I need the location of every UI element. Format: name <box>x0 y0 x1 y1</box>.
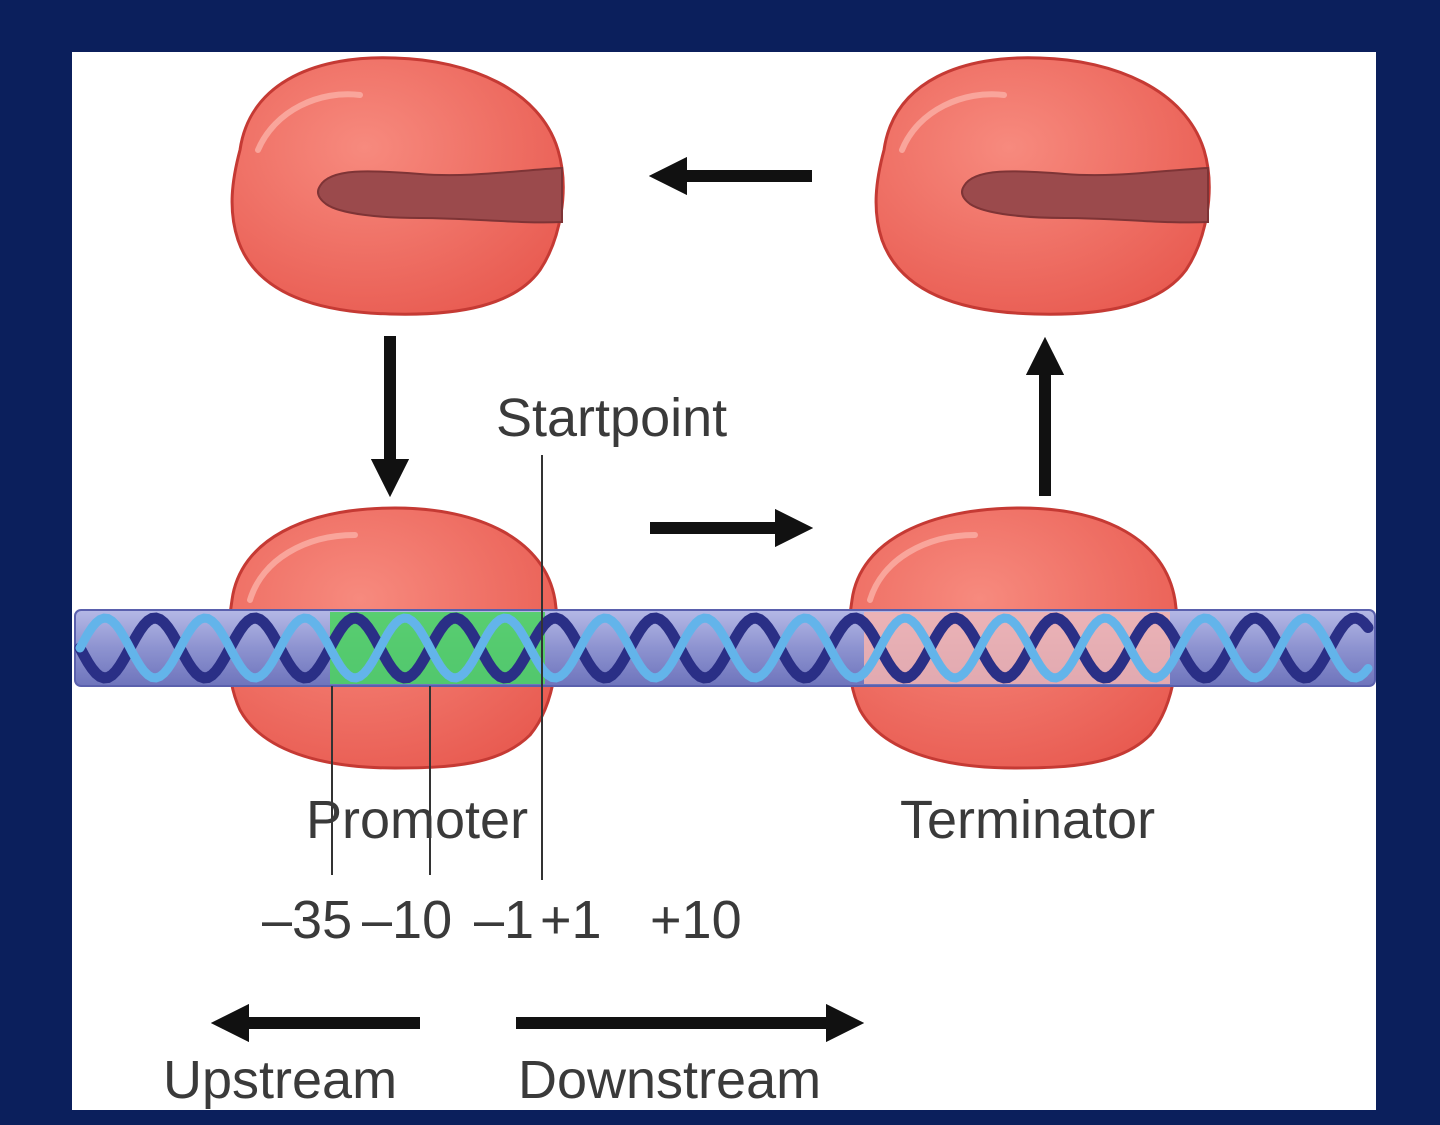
position-label-minus10: –10 <box>362 890 452 950</box>
terminator-label: Terminator <box>900 790 1155 850</box>
startpoint-label: Startpoint <box>496 388 727 448</box>
position-label-minus1: –1 <box>474 890 534 950</box>
rna-polymerase-free-top-left <box>230 56 565 316</box>
cycle-arrows <box>210 156 1065 1043</box>
position-label-plus1: +1 <box>540 890 602 950</box>
dna-strand <box>74 612 1374 684</box>
rna-polymerase-free-top-right <box>874 56 1211 316</box>
position-label-plus10: +10 <box>650 890 742 950</box>
downstream-label: Downstream <box>518 1050 821 1110</box>
position-marker-lines <box>331 455 543 880</box>
promoter-label: Promoter <box>306 790 528 850</box>
dna-strand <box>75 613 1373 683</box>
position-label-minus35: –35 <box>262 890 352 950</box>
helix-strands <box>74 612 1374 684</box>
upstream-label: Upstream <box>163 1050 397 1110</box>
position-labels: –35 –10 –1 +1 +10 <box>262 890 742 950</box>
dna-double-helix <box>74 609 1376 687</box>
